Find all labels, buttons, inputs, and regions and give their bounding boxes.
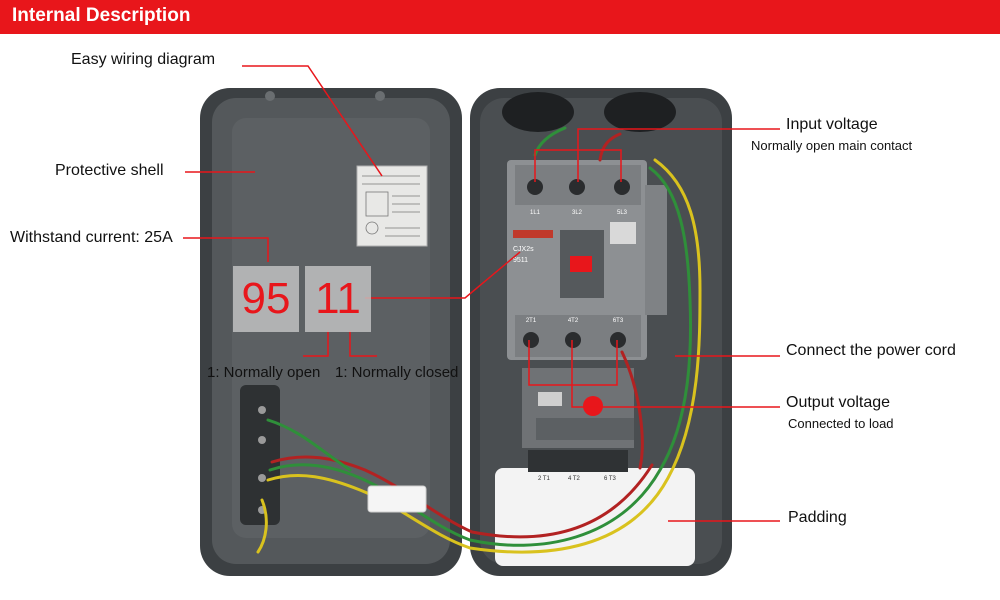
- line-contactor-number: [365, 251, 521, 299]
- relay-output-terminals: [528, 450, 628, 472]
- header-bar: Internal Description: [0, 0, 1000, 34]
- contact-code-95: 95: [233, 266, 299, 332]
- terminal-screw: [258, 474, 266, 482]
- relay-aux-terminals: [536, 418, 634, 440]
- terminal-label-4t2: 4T2: [568, 318, 579, 324]
- terminal-4t2: [565, 332, 581, 348]
- relay-label-4t2: 4 T2: [568, 476, 581, 482]
- contactor-model: CJX2s: [513, 246, 534, 253]
- line-withstand-current: [183, 237, 269, 262]
- contactor-number: 9511: [513, 257, 528, 264]
- label-power-cord: Connect the power cord: [786, 342, 956, 359]
- callout-lines: [183, 65, 780, 522]
- label-input-voltage-sub: Normally open main contact: [751, 138, 913, 153]
- terminal-6t3: [610, 332, 626, 348]
- terminal-label-1l1: 1L1: [530, 210, 541, 216]
- aux-contact-block: [645, 185, 667, 315]
- label-protective-shell: Protective shell: [55, 162, 164, 179]
- line-wiring-diagram: [242, 65, 383, 177]
- terminal-label-3l2: 3L2: [572, 210, 583, 216]
- terminal-label-2t1: 2T1: [526, 318, 537, 324]
- line-output-voltage: [571, 340, 780, 408]
- wiring-diagram-sticker: [356, 165, 428, 247]
- terminal-screw: [258, 406, 266, 414]
- terminal-label-6t3: 6T3: [613, 318, 624, 324]
- line-normally-closed: [349, 330, 377, 357]
- page-title: Internal Description: [12, 5, 191, 26]
- terminal-screw: [258, 436, 266, 444]
- reset-dial: [583, 396, 603, 416]
- qr-code: [610, 222, 636, 244]
- terminal-5l3: [614, 179, 630, 195]
- screw-boss: [375, 91, 385, 101]
- line-normally-open: [303, 330, 329, 357]
- wiring-diagram-lines: [362, 175, 420, 237]
- contact-code-11: 11: [305, 266, 371, 332]
- button-mount: [240, 385, 280, 525]
- terminal-1l1: [527, 179, 543, 195]
- terminal-3l2: [569, 179, 585, 195]
- label-normally-closed: 1: Normally closed: [335, 364, 459, 381]
- label-input-voltage: Input voltage: [786, 116, 878, 133]
- power-cord-wires: [256, 126, 702, 554]
- terminal-label-5l3: 5L3: [617, 210, 628, 216]
- cable-knockout: [502, 92, 574, 132]
- brand-strip: [513, 230, 553, 238]
- line-input-voltage: [577, 128, 780, 182]
- line-output-voltage-bracket: [528, 340, 618, 386]
- label-wiring-diagram: Easy wiring diagram: [71, 51, 216, 68]
- terminal-2t1: [523, 332, 539, 348]
- line-input-voltage-bracket: [534, 149, 622, 182]
- wire-connector: [367, 485, 427, 513]
- label-normally-open: 1: Normally open: [207, 364, 321, 381]
- screw-boss: [265, 91, 275, 101]
- label-output-voltage: Output voltage: [786, 394, 891, 411]
- actuator-indicator: [570, 256, 592, 272]
- cable-knockout: [604, 92, 676, 132]
- label-padding: Padding: [788, 509, 847, 526]
- label-output-voltage-sub: Connected to load: [788, 416, 894, 431]
- test-button: [538, 392, 562, 406]
- relay-label-6t3: 6 T3: [604, 476, 617, 482]
- label-withstand-current: Withstand current: 25A: [10, 229, 173, 246]
- relay-label-2t1: 2 T1: [538, 476, 551, 482]
